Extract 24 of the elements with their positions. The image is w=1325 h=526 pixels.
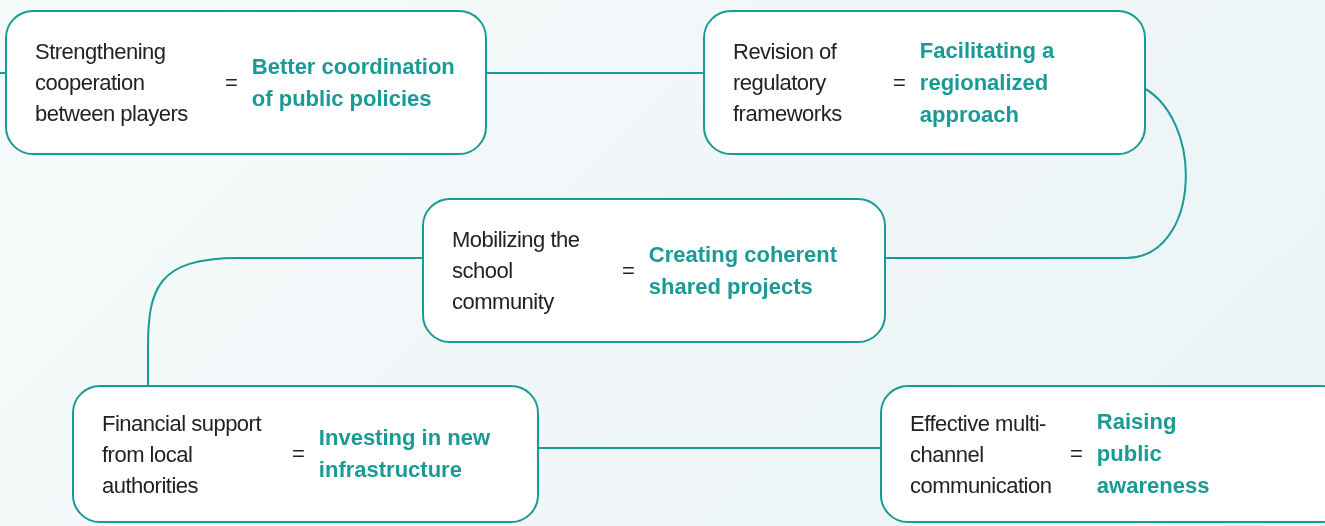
node-result: Creating coherent shared projects <box>648 240 839 301</box>
node-label: Mobilizing the school community <box>452 226 581 316</box>
connector-line <box>538 447 881 449</box>
connector-line <box>486 72 704 74</box>
rounded-box <box>5 10 487 155</box>
node-label: Strengthening cooperation between players <box>35 38 189 128</box>
node-label: Financial support from local authorities <box>102 409 263 500</box>
equals-sign: = <box>1070 441 1083 467</box>
node-result: Investing in new infrastructure <box>318 424 491 484</box>
equals-sign: = <box>893 69 906 96</box>
node-result: Raising public awareness <box>1096 408 1211 500</box>
node-result: Facilitating a regionalized approach <box>919 36 1056 129</box>
connector-line <box>147 257 423 386</box>
equals-sign: = <box>292 441 305 467</box>
rounded-box <box>72 385 539 523</box>
node-result: Better coordination of public policies <box>251 52 456 113</box>
equals-sign: = <box>225 69 238 96</box>
connector-line <box>0 72 6 74</box>
node-label: Effective multi-channel communication <box>910 409 1053 500</box>
node-label: Revision of regulatory frameworks <box>733 38 843 128</box>
rounded-box <box>880 385 1325 523</box>
equals-sign: = <box>622 257 635 284</box>
rounded-box <box>703 10 1146 155</box>
rounded-box <box>422 198 886 343</box>
